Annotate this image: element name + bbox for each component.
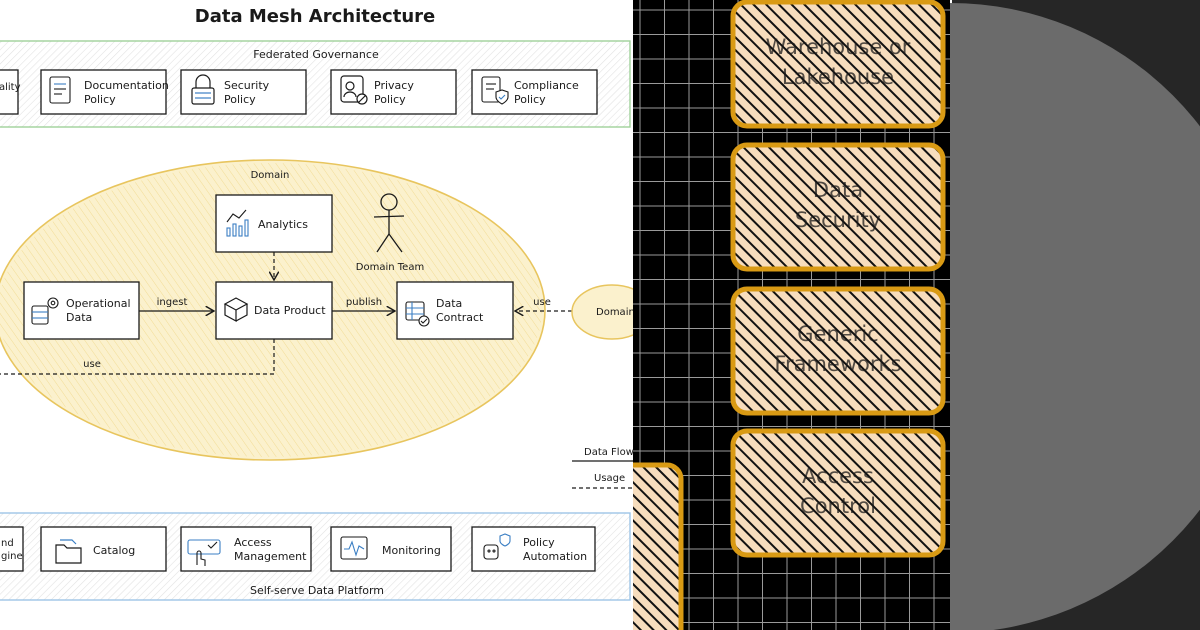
catalog-box: Catalog	[40, 526, 167, 572]
generic-frameworks-line1: Generic	[797, 322, 878, 346]
platform-band: nd gine Catalog Access Management	[0, 512, 631, 601]
access-icon	[187, 539, 221, 566]
cube-icon	[223, 297, 249, 323]
analytics-box: Analytics	[215, 194, 333, 253]
security-policy-line1: Security	[224, 79, 270, 92]
use-bottom-label: use	[83, 359, 101, 370]
decorative-panel	[950, 0, 1200, 630]
decorative-circle	[950, 3, 1200, 630]
bot-icon	[483, 533, 511, 560]
monitor-icon	[340, 536, 368, 560]
warehouse-lakehouse-box: Warehouse or Lakehouse	[730, 0, 946, 129]
diagram-edges	[0, 252, 572, 375]
data-contract-box: Data Contract	[396, 281, 514, 340]
monitoring-label: Monitoring	[382, 544, 441, 557]
data-mesh-diagram: Data Mesh Architecture Federated Governa…	[0, 6, 633, 601]
compliance-policy-box: Compliance Policy	[471, 69, 598, 115]
documentation-policy-line2: Policy	[84, 93, 116, 106]
compliance-policy-line2: Policy	[514, 93, 546, 106]
documentation-policy-box: Documentation Policy	[40, 69, 169, 115]
compliance-policy-line1: Compliance	[514, 79, 579, 92]
data-product-label: Data Product	[254, 304, 326, 317]
bottom-use-edge	[0, 339, 275, 375]
legend-data-flow-label: Data Flow	[584, 447, 633, 458]
privacy-policy-line2: Policy	[374, 93, 406, 106]
warehouse-line1: Warehouse or	[766, 35, 911, 59]
security-policy-box: Security Policy	[180, 69, 307, 115]
domain-team-label: Domain Team	[356, 262, 424, 273]
security-policy-line2: Policy	[224, 93, 256, 106]
governance-band: Federated Governance ality Documentation…	[0, 40, 631, 128]
analytics-label: Analytics	[258, 218, 308, 231]
warehouse-line2: Lakehouse	[782, 65, 894, 89]
ingest-label: ingest	[157, 297, 188, 308]
framework-stack-panel: Warehouse or Lakehouse Data Security Gen…	[633, 0, 950, 630]
database-settings-icon	[31, 297, 59, 325]
governance-label: Federated Governance	[253, 48, 379, 61]
privacy-policy-line1: Privacy	[374, 79, 414, 92]
generic-frameworks-box: Generic Frameworks	[730, 286, 946, 416]
diagram-canvas: Data Mesh Architecture Federated Governa…	[0, 6, 633, 601]
operational-data-box: Operational Data	[23, 281, 140, 340]
compliance-icon	[481, 76, 509, 105]
privacy-icon	[340, 75, 368, 105]
access-control-box: Access Control	[730, 428, 946, 558]
platform-label: Self-serve Data Platform	[250, 584, 384, 597]
padlock-icon	[191, 74, 215, 105]
contract-icon	[405, 301, 430, 327]
folder-icon	[55, 539, 82, 564]
data-security-box: Data Security	[730, 142, 946, 272]
legend-usage-label: Usage	[594, 473, 625, 484]
data-contract-line2: Contract	[436, 311, 484, 324]
legend: Data Flow Usage	[572, 447, 633, 489]
publish-label: publish	[346, 297, 382, 308]
operational-data-line2: Data	[66, 311, 92, 324]
access-management-line2: Management	[234, 550, 307, 563]
catalog-label: Catalog	[93, 544, 135, 557]
chart-icon	[226, 209, 249, 237]
monitoring-box: Monitoring	[330, 526, 452, 572]
operational-data-line1: Operational	[66, 297, 131, 310]
domain-team-figure	[373, 193, 405, 253]
access-control-line1: Access	[802, 464, 874, 488]
access-management-line1: Access	[234, 536, 272, 549]
data-contract-line1: Data	[436, 297, 462, 310]
decorative-canvas	[950, 0, 1200, 630]
domain-label: Domain	[251, 170, 290, 181]
data-product-box: Data Product	[215, 281, 333, 340]
generic-frameworks-line2: Frameworks	[774, 352, 901, 376]
data-security-line1: Data	[813, 178, 863, 202]
governance-cut-item	[0, 69, 19, 115]
external-domain-label: Domain	[596, 307, 633, 318]
document-icon	[49, 76, 71, 104]
policy-automation-line2: Automation	[523, 550, 587, 563]
use-right-label: use	[533, 297, 551, 308]
partial-box-left	[633, 462, 684, 630]
access-management-box: Access Management	[180, 526, 312, 572]
platform-cut-item-line2: gine	[1, 551, 23, 562]
platform-cut-item	[0, 526, 24, 572]
platform-cut-item-line1: nd	[1, 538, 14, 549]
policy-automation-box: Policy Automation	[471, 526, 596, 572]
diagram-title: Data Mesh Architecture	[195, 6, 435, 27]
policy-automation-line1: Policy	[523, 536, 555, 549]
data-security-line2: Security	[795, 208, 881, 232]
framework-stack-canvas: Warehouse or Lakehouse Data Security Gen…	[633, 0, 950, 630]
documentation-policy-line1: Documentation	[84, 79, 169, 92]
access-control-line2: Control	[800, 494, 876, 518]
external-domain: Domain	[571, 284, 633, 340]
privacy-policy-box: Privacy Policy	[330, 69, 457, 115]
governance-cut-item-label: ality	[0, 82, 21, 93]
